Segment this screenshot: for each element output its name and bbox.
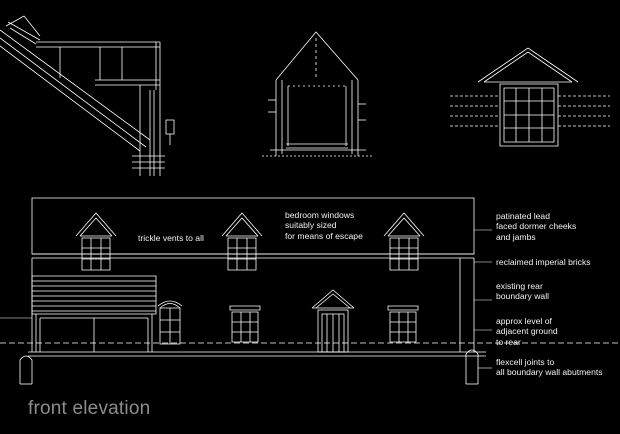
note-bedroom-windows: bedroom windows suitably sized for means… (285, 210, 363, 241)
dormer-front-detail (450, 48, 610, 146)
garage (32, 276, 156, 352)
boundary-pier-left (20, 356, 32, 384)
eaves-section-detail (0, 16, 174, 176)
drawing-title: front elevation (28, 398, 151, 419)
note-ground-level: approx level of adjacent ground to rear (496, 316, 558, 347)
note-rear-boundary-wall: existing rear boundary wall (496, 281, 550, 302)
note-patinated-lead: patinated lead faced dormer cheeks and j… (496, 211, 577, 242)
front-door (312, 290, 354, 352)
note-trickle-vents: trickle vents to all (138, 233, 204, 243)
window-arched-left (158, 301, 182, 344)
dormer-middle (222, 213, 262, 270)
window-ground-middle (230, 306, 260, 342)
dormer-section-detail (262, 32, 372, 156)
boundary-pier-right (466, 350, 478, 384)
annotation-leaders (0, 230, 492, 368)
window-ground-right (388, 306, 418, 342)
main-elevation (0, 198, 620, 384)
note-reclaimed-bricks: reclaimed imperial bricks (496, 257, 591, 267)
dormer-left (76, 213, 116, 270)
note-flexcell-joints: flexcell joints to all boundary wall abu… (496, 357, 603, 378)
dormer-right (384, 213, 424, 270)
